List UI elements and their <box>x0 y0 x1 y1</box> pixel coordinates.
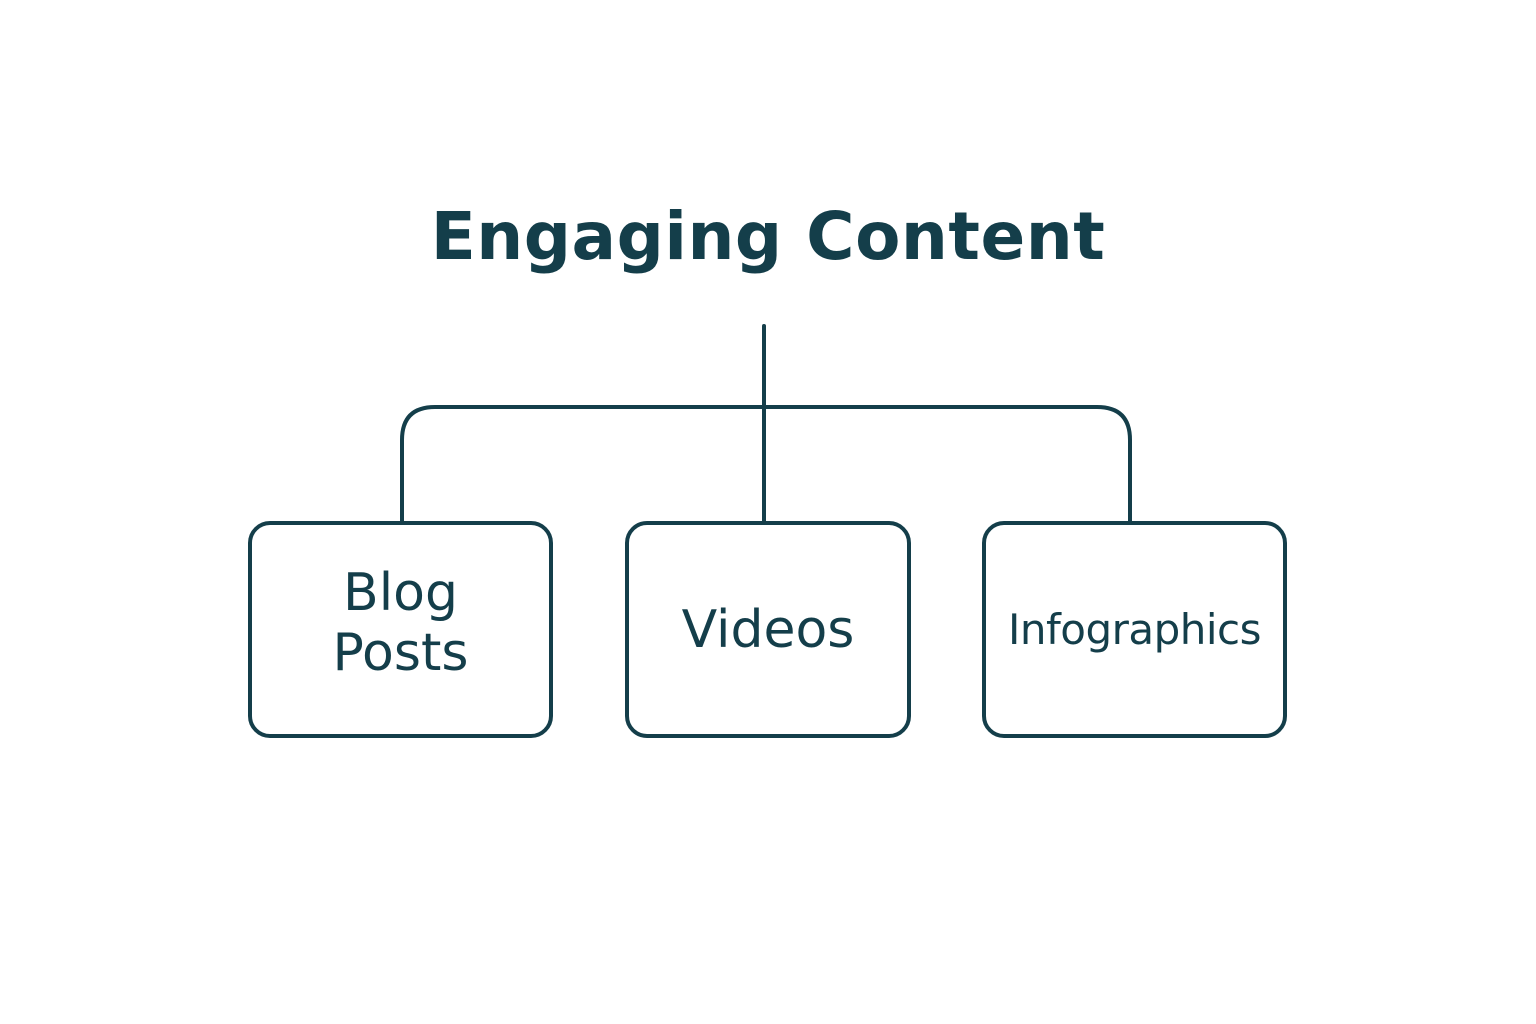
node-infographics-label: Infographics <box>1007 604 1262 654</box>
node-blog-posts: Blog Posts <box>248 521 553 738</box>
connector-branch <box>400 405 1132 525</box>
node-videos-label: Videos <box>681 599 855 660</box>
diagram-title: Engaging Content <box>430 198 1106 275</box>
node-blog-posts-label: Blog Posts <box>332 562 469 683</box>
node-videos: Videos <box>625 521 911 738</box>
node-infographics: Infographics <box>982 521 1287 738</box>
